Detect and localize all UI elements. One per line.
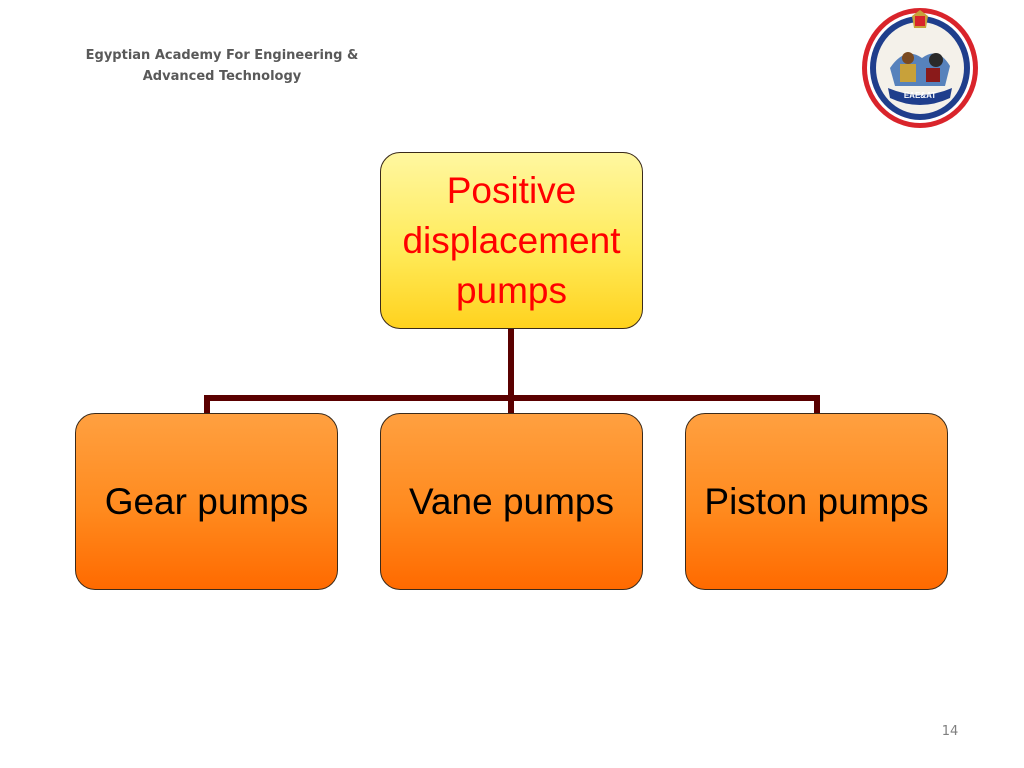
child-node-vane-pumps: Vane pumps — [380, 413, 643, 590]
child-node-piston-pumps: Piston pumps — [685, 413, 948, 590]
root-node-line2: displacement — [402, 219, 621, 261]
academy-name-line2: Advanced Technology — [142, 69, 302, 84]
child-node-label: Gear pumps — [104, 480, 309, 522]
child-node-gear-pumps: Gear pumps — [75, 413, 338, 590]
academy-name: Egyptian Academy For Engineering & Advan… — [82, 45, 362, 87]
root-node-line3: pumps — [455, 269, 568, 311]
root-node-line1: Positive — [446, 169, 577, 211]
academy-logo: EAE&AT — [862, 8, 978, 128]
academy-name-line1: Egyptian Academy For Engineering & — [85, 48, 359, 63]
logo-text: EAE&AT — [904, 91, 936, 100]
child-node-label: Vane pumps — [409, 480, 614, 522]
page-number: 14 — [941, 724, 959, 739]
root-node-positive-displacement-pumps: Positive displacement pumps — [380, 152, 643, 329]
child-node-label: Piston pumps — [704, 480, 929, 522]
